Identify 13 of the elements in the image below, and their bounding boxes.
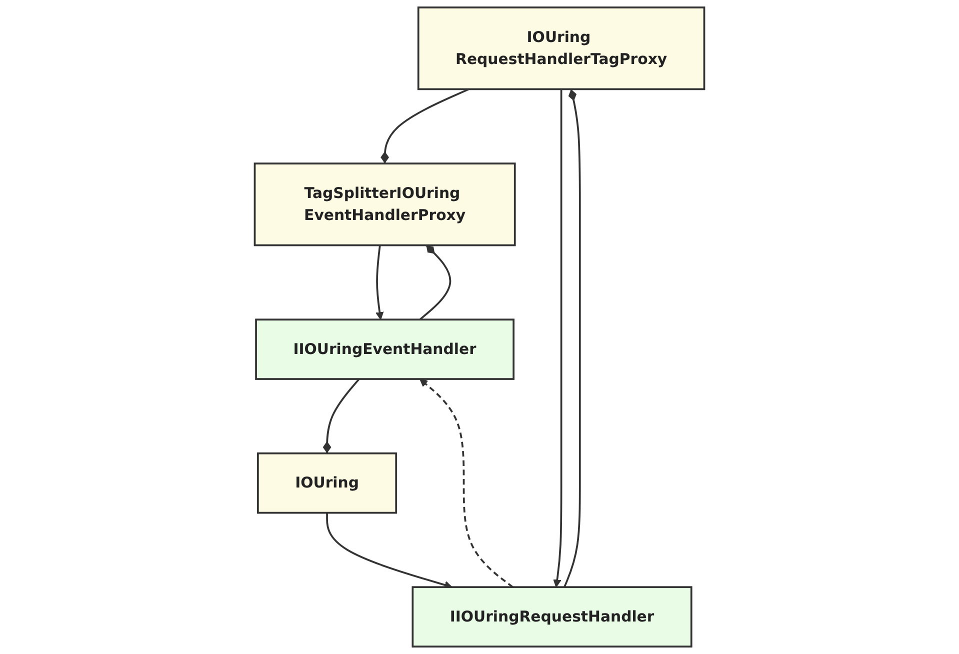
node-box: IIOUringEventHandler: [255, 318, 514, 380]
arrow: [420, 378, 514, 588]
node-box: IOUring RequestHandlerTagProxy: [417, 6, 706, 90]
connector: [564, 88, 581, 588]
node-box: IIOUringRequestHandler: [412, 586, 692, 648]
node-box: IOUring: [257, 452, 398, 514]
arrow: [376, 245, 384, 320]
connector: [380, 88, 470, 164]
arrow: [326, 512, 452, 589]
node-box: TagSplitterIOUring EventHandlerProxy: [254, 162, 516, 246]
arrow: [553, 89, 562, 588]
connector: [322, 378, 360, 454]
connector: [419, 244, 452, 320]
